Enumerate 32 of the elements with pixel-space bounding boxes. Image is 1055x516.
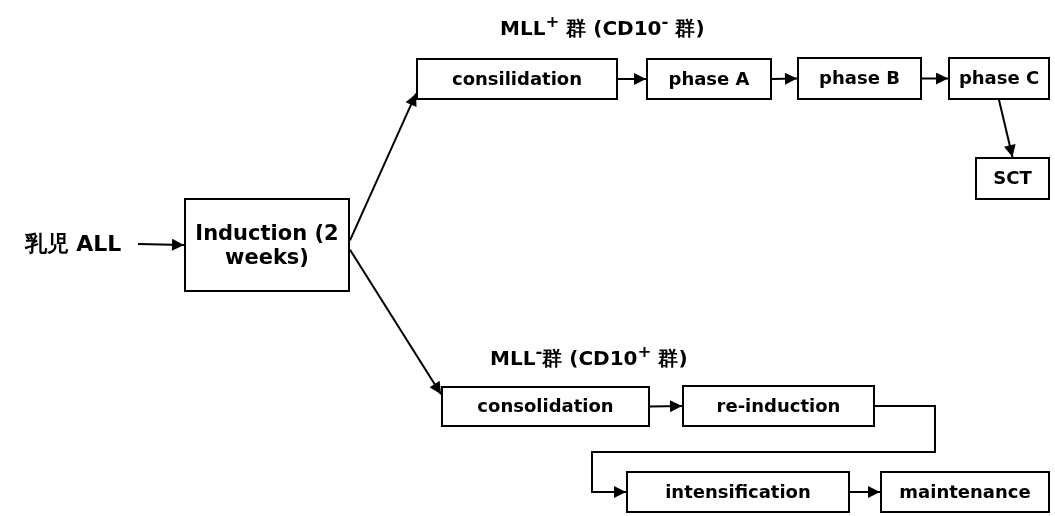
process-box (880, 471, 1050, 513)
arrow (921, 72, 949, 85)
arrow (771, 72, 798, 85)
node-text: maintenance (899, 481, 1031, 503)
process-box (682, 385, 875, 427)
arrow (998, 99, 1016, 158)
arrow (137, 238, 185, 251)
process-box (441, 386, 650, 427)
process-box (975, 157, 1050, 200)
node-text: intensification (665, 481, 811, 503)
process-box (948, 57, 1050, 100)
arrow (617, 73, 647, 85)
node-text: consilidation (451, 68, 583, 90)
process-box (416, 58, 618, 100)
node-text: phase B (819, 68, 900, 89)
process-box (646, 58, 772, 100)
node-text: SCT (993, 168, 1032, 189)
group-heading: MLL$^{-}$群 (CD10$^{+}$ 群) (490, 342, 688, 372)
node-text: consolidation (477, 396, 614, 417)
node-text: 乳児 ALL (24, 231, 122, 257)
arrow (349, 248, 442, 396)
process-box (184, 198, 350, 292)
group-heading: MLL$^{+}$ 群 (CD10$^{-}$ 群) (500, 12, 705, 42)
process-box (797, 57, 922, 100)
node-text: phase C (958, 68, 1040, 89)
node-text: Induction (2 weeks) (194, 220, 340, 270)
arrow (649, 400, 683, 413)
node-text: re-induction (716, 395, 841, 417)
arrow (591, 405, 936, 498)
node-text: phase A (668, 68, 750, 90)
arrow (849, 486, 881, 498)
process-box (626, 471, 850, 513)
